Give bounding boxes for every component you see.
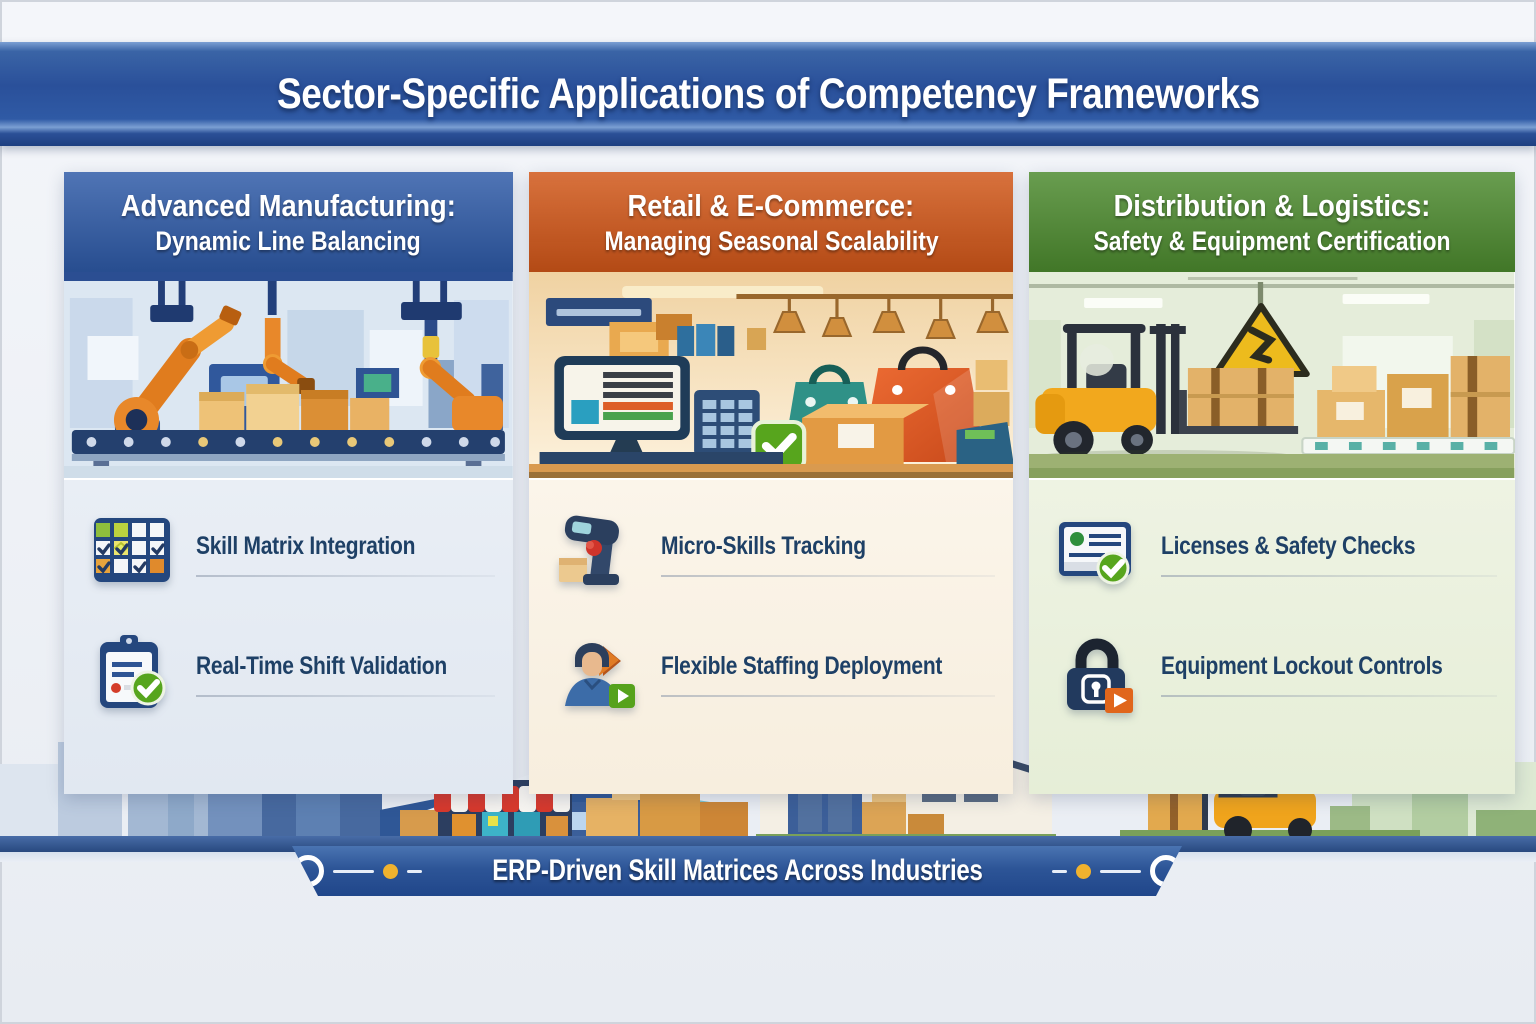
dot-icon (383, 864, 398, 879)
divider (660, 694, 996, 697)
barcode-scanner-icon (555, 510, 639, 594)
clipboard-check-icon (90, 630, 174, 714)
dot-icon (1076, 864, 1091, 879)
skill-matrix-grid-icon (90, 510, 174, 594)
column-title: Retail & E-Commerce: (627, 187, 915, 223)
logistics-items: Licenses & Safety Checks (1029, 480, 1515, 794)
page-title: Sector-Specific Applications of Competen… (276, 69, 1260, 118)
logistics-illustration (1029, 272, 1515, 480)
footer-ribbon: ERP-Driven Skill Matrices Across Industr… (292, 846, 1182, 896)
padlock-play-icon (1055, 630, 1139, 714)
item-text: Real-Time Shift Validation (196, 648, 495, 697)
connector-line (333, 870, 374, 873)
robotic-arms-conveyor-scene (64, 272, 513, 478)
retail-illustration (528, 272, 1014, 480)
item-label: Real-Time Shift Validation (196, 651, 447, 680)
column-advanced-manufacturing: Advanced Manufacturing: Dynamic Line Bal… (64, 172, 513, 794)
divider (196, 694, 495, 697)
column-distribution-logistics: Distribution & Logistics: Safety & Equip… (1029, 172, 1515, 794)
column-subtitle: Managing Seasonal Scalability (604, 225, 939, 256)
connector-line (407, 870, 421, 873)
item-text: Equipment Lockout Controls (1161, 648, 1497, 697)
divider (660, 574, 996, 577)
list-item: Skill Matrix Integration (90, 510, 495, 594)
item-label: Skill Matrix Integration (196, 531, 416, 560)
divider (196, 574, 495, 577)
retail-pos-shopping-bags-scene (528, 272, 1014, 478)
manufacturing-items: Skill Matrix Integration (64, 480, 513, 794)
column-title: Advanced Manufacturing: (120, 187, 456, 223)
item-text: Flexible Staffing Deployment (660, 648, 996, 697)
license-card-check-icon (1055, 510, 1139, 594)
connector-line (1100, 870, 1141, 873)
list-item: Flexible Staffing Deployment (555, 630, 996, 714)
list-item: Licenses & Safety Checks (1055, 510, 1497, 594)
connector-line (1052, 870, 1066, 873)
divider (1161, 694, 1497, 697)
item-text: Skill Matrix Integration (196, 528, 495, 577)
forklift-warehouse-scene (1029, 272, 1515, 478)
list-item: Real-Time Shift Validation (90, 630, 495, 714)
list-item: Micro-Skills Tracking (555, 510, 996, 594)
item-label: Micro-Skills Tracking (660, 531, 866, 560)
retail-items: Micro-Skills Tracking (528, 480, 1014, 794)
item-text: Micro-Skills Tracking (660, 528, 996, 577)
worker-arrow-play-icon (555, 630, 639, 714)
column-header-manufacturing: Advanced Manufacturing: Dynamic Line Bal… (64, 172, 513, 272)
title-banner: Sector-Specific Applications of Competen… (0, 42, 1536, 146)
divider (1161, 574, 1497, 577)
sector-columns: Advanced Manufacturing: Dynamic Line Bal… (64, 172, 1515, 794)
column-title: Distribution & Logistics: (1113, 187, 1431, 223)
manufacturing-illustration (64, 272, 513, 480)
column-retail-ecommerce: Retail & E-Commerce: Managing Seasonal S… (528, 172, 1014, 794)
item-text: Licenses & Safety Checks (1161, 528, 1497, 577)
item-label: Licenses & Safety Checks (1161, 531, 1416, 560)
column-subtitle: Dynamic Line Balancing (155, 225, 422, 256)
column-subtitle: Safety & Equipment Certification (1093, 225, 1451, 256)
column-header-logistics: Distribution & Logistics: Safety & Equip… (1029, 172, 1515, 272)
list-item: Equipment Lockout Controls (1055, 630, 1497, 714)
item-label: Flexible Staffing Deployment (660, 651, 942, 680)
item-label: Equipment Lockout Controls (1161, 651, 1444, 680)
footer-banner-text: ERP-Driven Skill Matrices Across Industr… (491, 854, 983, 887)
column-header-retail: Retail & E-Commerce: Managing Seasonal S… (528, 172, 1014, 272)
